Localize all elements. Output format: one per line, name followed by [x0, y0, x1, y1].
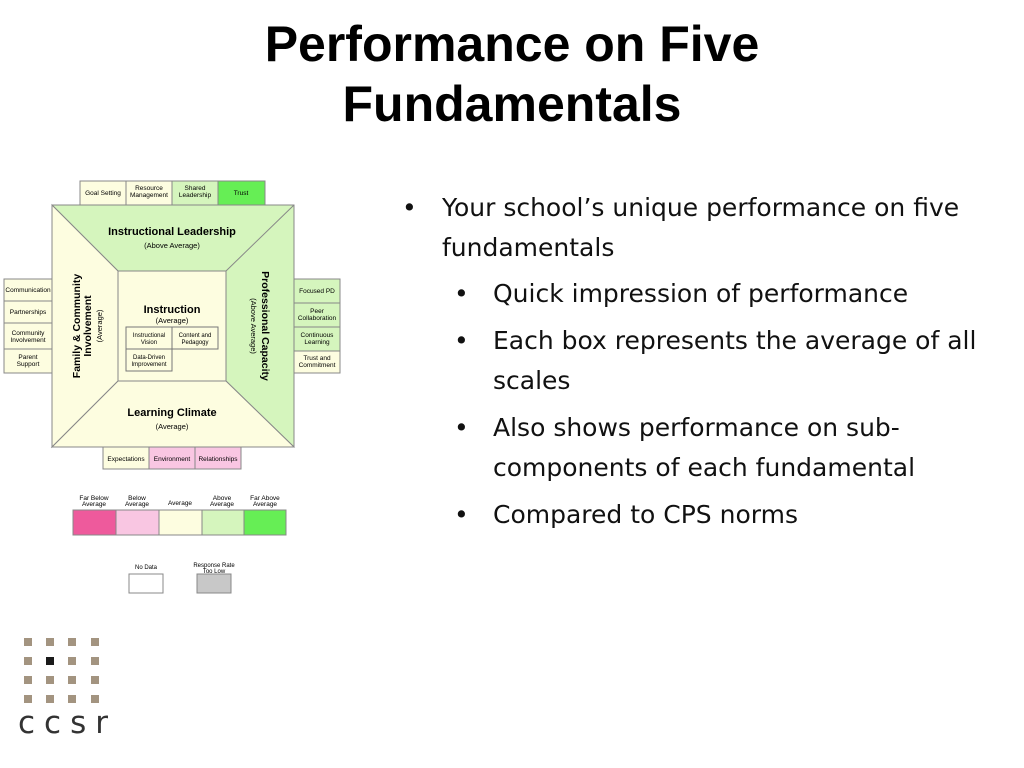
bullet-sub-1-text: Quick impression of performance — [493, 279, 909, 308]
bullet-sub-1: • Quick impression of performance — [400, 274, 1000, 314]
bullet-dot-icon: • — [454, 413, 469, 442]
family-community-rating: (Average) — [95, 309, 104, 342]
bullet-sub-2: • Each box represents the average of all… — [400, 321, 1000, 401]
slide-title: Performance on Five Fundamentals — [0, 14, 1024, 134]
bottom-sub-boxes: Expectations Environment Relationships — [102, 446, 242, 470]
legend-below-swatch — [115, 509, 160, 536]
instructional-leadership-rating: (Above Average) — [144, 241, 200, 250]
top-box-trust: Trust — [234, 190, 249, 197]
legend-far-below-swatch — [72, 509, 117, 536]
bullet-dot-icon: • — [402, 193, 417, 222]
bottom-box-expectations: Expectations — [107, 456, 145, 463]
right-box-focused-pd: Focused PD — [299, 288, 335, 295]
left-box-communication: Communication — [5, 287, 51, 294]
svg-text:Family & CommunityInvolvement: Family & CommunityInvolvement — [71, 274, 94, 379]
bullet-sub-2-text: Each box represents the average of all s… — [493, 326, 977, 395]
legend-average-swatch — [158, 509, 203, 536]
instructional-leadership-label: Instructional Leadership — [108, 226, 236, 238]
bottom-box-environment: Environment — [154, 456, 191, 463]
legend-average-label: Average — [168, 500, 192, 507]
bullet-sub-4-text: Compared to CPS norms — [493, 500, 798, 529]
instruction-rating: (Average) — [156, 316, 189, 325]
learning-climate-label: Learning Climate — [127, 407, 216, 419]
bullet-sub-3-text: Also shows performance on sub-components… — [493, 413, 916, 482]
bullet-sub-4: • Compared to CPS norms — [400, 495, 1000, 535]
professional-capacity-rating: (Above Average) — [249, 298, 258, 354]
legend-too-low-swatch — [196, 573, 232, 594]
professional-capacity-label-group: Professional Capacity (Above Average) — [249, 271, 271, 381]
ccsr-logo: ccsr — [18, 630, 118, 741]
title-line-2: Fundamentals — [342, 76, 682, 132]
bullet-main: • Your school’s unique performance on fi… — [400, 188, 1000, 268]
bullet-main-text: Your school’s unique performance on five… — [442, 193, 960, 262]
bullet-dot-icon: • — [454, 500, 469, 529]
title-line-1: Performance on Five — [264, 16, 760, 72]
bullet-sub-3: • Also shows performance on sub-componen… — [400, 408, 1000, 488]
family-community-label-group: Family & CommunityInvolvement (Average) — [71, 274, 104, 379]
professional-capacity-label: Professional Capacity — [259, 271, 271, 381]
learning-climate-rating: (Average) — [156, 422, 189, 431]
instruction-label: Instruction — [144, 304, 201, 316]
top-box-goal-setting: Goal Setting — [85, 190, 121, 197]
bullet-list: • Your school’s unique performance on fi… — [400, 188, 1000, 542]
legend-above-swatch — [201, 509, 245, 536]
legend-far-above-swatch — [243, 509, 287, 536]
left-box-partnerships: Partnerships — [10, 309, 47, 316]
logo-text: ccsr — [18, 705, 117, 741]
bullet-dot-icon: • — [454, 279, 469, 308]
legend-no-data-swatch — [128, 573, 164, 594]
bottom-box-relationships: Relationships — [198, 456, 238, 463]
legend-no-data-label: No Data — [135, 565, 158, 571]
bullet-dot-icon: • — [454, 326, 469, 355]
